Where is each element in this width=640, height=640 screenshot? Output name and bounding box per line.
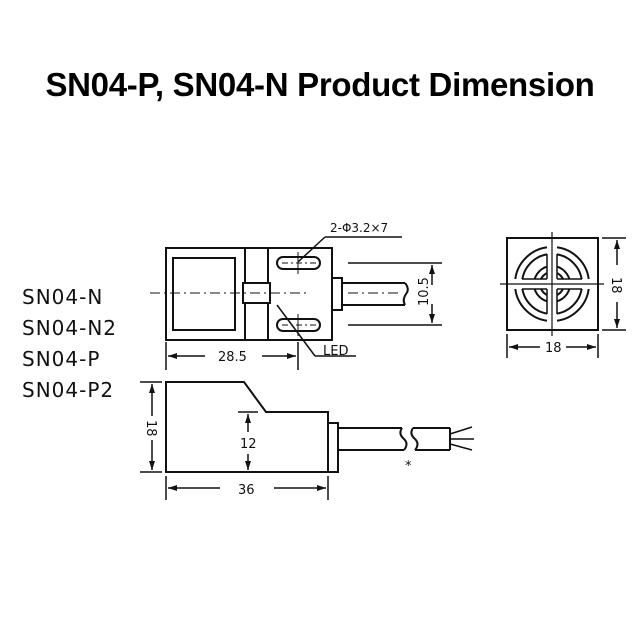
model-sn04-p2: SN04-P2 [22, 378, 115, 402]
led-label: LED [323, 344, 348, 359]
top-view [150, 236, 442, 370]
front-height-dim: 18 [608, 277, 623, 294]
model-list: SN04-N SN04-N2 SN04-P SN04-P2 [22, 282, 117, 406]
cable-gland-side [327, 422, 339, 473]
page-title: SN04-P, SN04-N Product Dimension [45, 66, 595, 103]
cable-gland-top [331, 277, 343, 311]
sensing-face [172, 257, 236, 331]
model-sn04-n2: SN04-N2 [22, 316, 118, 340]
model-sn04-n: SN04-N [22, 285, 104, 309]
side-height-dim-18: 18 [143, 420, 158, 437]
length-dim-28-5: 28.5 [218, 350, 247, 365]
cable-note-asterisk: * [405, 459, 412, 474]
front-width-dim: 18 [545, 341, 562, 356]
height-dim-10-5: 10.5 [417, 277, 432, 306]
front-view [500, 232, 626, 358]
side-length-dim-36: 36 [238, 483, 255, 498]
sensor-body-side [165, 381, 329, 473]
model-sn04-p: SN04-P [22, 347, 101, 371]
side-step-dim-12: 12 [240, 437, 257, 452]
side-view [140, 381, 474, 500]
hole-callout-label: 2-Φ3.2×7 [330, 221, 388, 235]
